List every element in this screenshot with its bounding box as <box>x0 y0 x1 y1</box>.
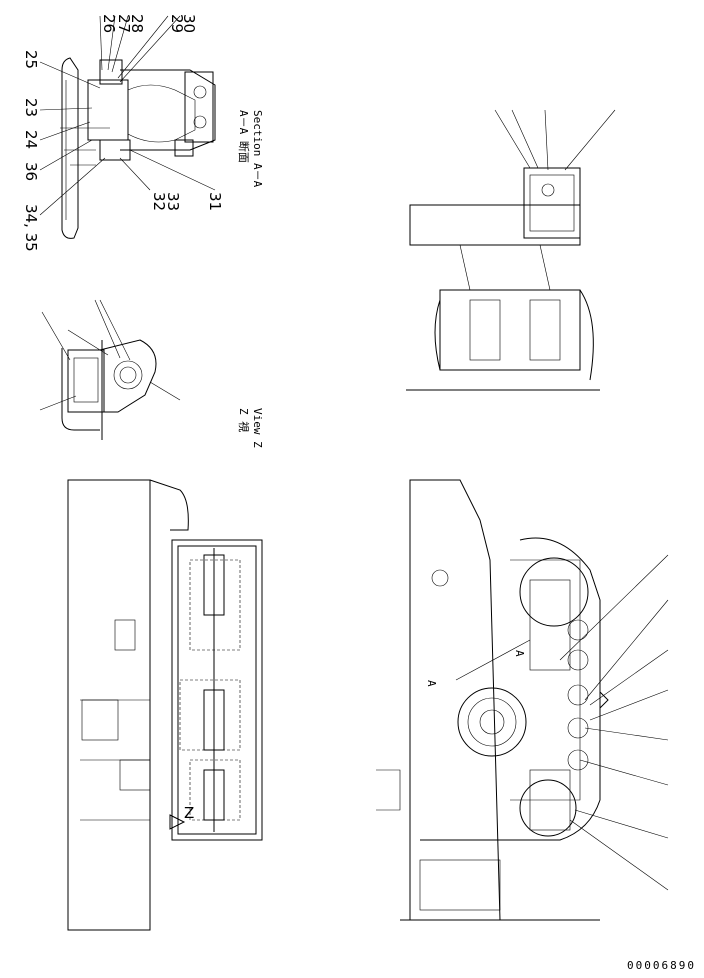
label-25: 25 <box>22 50 40 69</box>
section-aa-view <box>39 15 216 239</box>
document-number: 00006890 <box>627 959 696 972</box>
label-29: 29 <box>168 14 186 33</box>
label-a-marker-2: A <box>513 650 526 657</box>
label-33: 33 <box>164 192 182 211</box>
label-z-marker: Z <box>184 804 194 822</box>
rear-view <box>406 109 616 391</box>
side-view <box>376 479 669 921</box>
label-23: 23 <box>22 98 40 117</box>
label-26: 26 <box>100 14 118 33</box>
label-a-marker-1: A <box>425 680 438 687</box>
label-36: 36 <box>22 162 40 181</box>
view-z-caption-jp: Z 視 <box>237 408 251 432</box>
section-aa-caption-jp: A－A 断面 <box>237 110 251 163</box>
label-24: 24 <box>22 130 40 149</box>
label-28: 28 <box>128 14 146 33</box>
label-32: 32 <box>150 192 168 211</box>
section-aa-caption-en: Section A－A <box>251 110 264 188</box>
label-34-35: 34, 35 <box>22 204 40 252</box>
label-31: 31 <box>206 192 224 211</box>
view-z-caption-en: View Z <box>251 408 264 448</box>
label-30: 30 <box>180 14 198 33</box>
view-z <box>39 299 181 440</box>
plan-view <box>67 479 263 931</box>
label-27: 27 <box>115 14 133 33</box>
